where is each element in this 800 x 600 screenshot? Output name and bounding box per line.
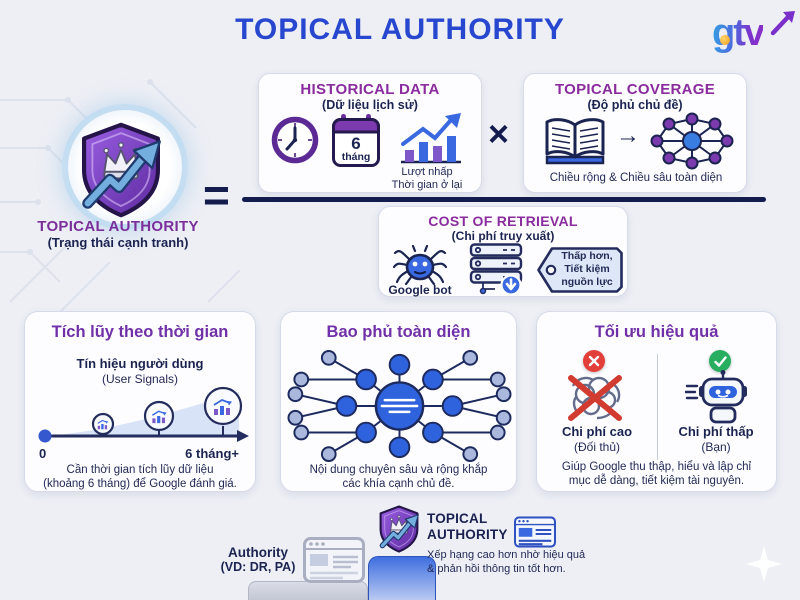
topical-authority-bar bbox=[368, 556, 436, 600]
webpage-gray-icon bbox=[303, 537, 365, 583]
topic-cluster-network bbox=[287, 350, 512, 462]
clock-icon bbox=[271, 116, 319, 164]
historical-data-box: HISTORICAL DATA (Dữ liệu lịch sử) 6 thán… bbox=[258, 73, 482, 193]
metric-clicks: Lượt nhấp bbox=[401, 166, 453, 178]
cost-subtitle: (Chi phí truy xuất) bbox=[451, 229, 555, 243]
coverage-title: TOPICAL COVERAGE bbox=[554, 81, 716, 98]
footer-shield-icon bbox=[376, 503, 422, 555]
robot-icon bbox=[685, 370, 747, 424]
fraction-bar bbox=[242, 197, 766, 202]
open-book-icon bbox=[545, 118, 605, 165]
topic-network-icon bbox=[650, 112, 734, 170]
coverage-subtitle: (Độ phủ chủ đề) bbox=[587, 98, 683, 112]
google-bot-label: Google bot bbox=[388, 283, 452, 297]
gtv-logo: gtv bbox=[712, 11, 795, 64]
card3-caption: Giúp Google thu thập, hiểu và lập chỉ mụ… bbox=[561, 461, 752, 488]
historical-metrics: Lượt nhấp Thời gian ở lại bbox=[375, 166, 479, 192]
card2-caption: Nội dung chuyên sâu và rộng khắp các khí… bbox=[309, 464, 488, 491]
low-cost-label: Chi phí thấp bbox=[678, 424, 754, 439]
cost-of-retrieval-box: COST OF RETRIEVAL (Chi phí truy xuất) Go… bbox=[378, 206, 628, 297]
card1-caption: Cần thời gian tích lũy dữ liệu (khoảng 6… bbox=[43, 464, 237, 491]
topical-coverage-box: TOPICAL COVERAGE (Độ phủ chủ đề) → bbox=[523, 73, 747, 193]
footer-topical-authority-title: TOPICAL AUTHORITY bbox=[427, 511, 508, 542]
user-signals-title: Tín hiệu người dùng bbox=[76, 356, 204, 371]
success-badge-icon bbox=[709, 350, 731, 372]
card3-title: Tối ưu hiệu quả bbox=[594, 323, 719, 341]
gtv-logo-text: gtv bbox=[712, 12, 765, 54]
multiply-sign: × bbox=[488, 113, 510, 154]
card-comprehensive-coverage: Bao phủ toàn diện bbox=[280, 311, 517, 492]
hero-title: TOPICAL AUTHORITY bbox=[37, 218, 199, 235]
footer-caption: Xếp hạng cao hơn nhờ hiệu quả & phản hồi… bbox=[427, 549, 586, 576]
competitor-label: (Đối thủ) bbox=[573, 440, 620, 454]
error-badge-icon bbox=[583, 350, 605, 372]
equals-sign: = bbox=[203, 169, 230, 221]
high-cost-label: Chi phí cao bbox=[561, 424, 633, 439]
historical-subtitle: (Dữ liệu lịch sử) bbox=[322, 98, 418, 112]
tag-text: Thấp hơn, Tiết kiệm nguồn lực bbox=[561, 250, 613, 288]
price-tag: Thấp hơn, Tiết kiệm nguồn lực bbox=[537, 247, 623, 293]
vertical-divider bbox=[656, 354, 658, 460]
right-arrow-icon: → bbox=[616, 122, 640, 149]
hero-label: TOPICAL AUTHORITY (Trạng thái cạnh tranh… bbox=[10, 218, 226, 250]
server-stack-icon bbox=[469, 243, 523, 295]
hero-subtitle: (Trạng thái cạnh tranh) bbox=[47, 235, 189, 250]
card2-title: Bao phủ toàn diện bbox=[326, 323, 471, 341]
authority-bar bbox=[248, 581, 368, 600]
calendar-icon: 6 tháng bbox=[332, 114, 380, 168]
gtv-logo-dot bbox=[720, 35, 730, 45]
growth-timeline-chart bbox=[38, 386, 249, 443]
timeline-start-label: 0 bbox=[39, 446, 47, 461]
cost-title: COST OF RETRIEVAL bbox=[428, 213, 578, 229]
growth-chart-icon bbox=[401, 113, 461, 164]
metric-dwell-time: Thời gian ở lại bbox=[391, 178, 463, 191]
timeline-end-label: 6 tháng+ bbox=[185, 446, 239, 461]
page-title: TOPICAL AUTHORITY bbox=[235, 13, 565, 46]
tangled-crawler-icon bbox=[568, 375, 622, 421]
authority-label: Authority (VD: DR, PA) bbox=[220, 545, 296, 574]
circuit-pattern-decoration bbox=[0, 79, 241, 315]
topical-authority-shield-icon bbox=[74, 122, 168, 218]
logo-arrow-icon bbox=[770, 11, 795, 36]
calendar-number: 6 bbox=[351, 134, 361, 153]
google-bot-spider-icon bbox=[393, 245, 447, 285]
card1-title: Tích lũy theo thời gian bbox=[51, 323, 229, 341]
you-label: (Bạn) bbox=[701, 440, 731, 454]
webpage-blue-icon bbox=[514, 516, 556, 548]
coverage-caption: Chiều rộng & Chiều sâu toàn diện bbox=[549, 172, 723, 184]
user-signals-subtitle: (User Signals) bbox=[101, 372, 179, 386]
card-efficiency-optimization: Tối ưu hiệu quả bbox=[536, 311, 777, 492]
calendar-unit: tháng bbox=[341, 151, 371, 163]
sparkle-decoration bbox=[746, 546, 782, 582]
historical-title: HISTORICAL DATA bbox=[300, 81, 440, 98]
card-accumulate-over-time: Tích lũy theo thời gian Tín hiệu người d… bbox=[24, 311, 256, 492]
